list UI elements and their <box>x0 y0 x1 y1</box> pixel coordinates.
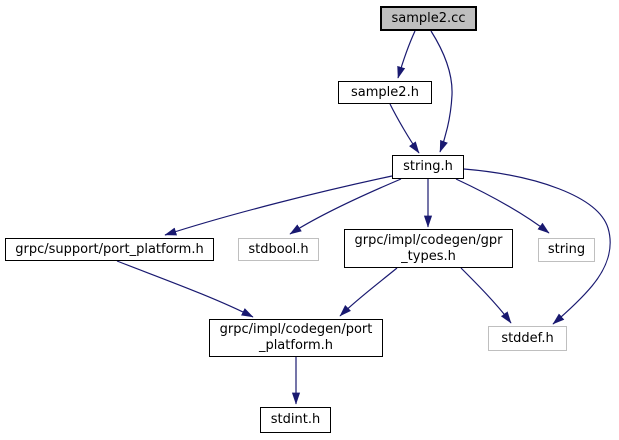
node-grpc-impl-codegen-port-platform-h-label-line1: grpc/impl/codegen/port <box>219 322 373 337</box>
node-stddef-h: stddef.h <box>488 326 567 351</box>
edge-sample2cc-to-sample2h <box>397 30 416 79</box>
edge-supportportplatform-to-codegenportplatform <box>116 260 254 318</box>
edge-gprtypes-to-codegenportplatform <box>339 267 398 317</box>
node-string-h-label: string.h <box>403 159 453 174</box>
node-grpc-support-port-platform-h-label: grpc/support/port_platform.h <box>15 241 204 257</box>
node-grpc-impl-codegen-gpr-types-h-label-line2: _types.h <box>401 248 456 264</box>
node-sample2-cc: sample2.cc <box>380 6 477 31</box>
node-grpc-support-port-platform-h[interactable]: grpc/support/port_platform.h <box>5 238 214 261</box>
node-stdbool-h-label: stdbool.h <box>248 241 309 257</box>
node-stdbool-h: stdbool.h <box>238 238 319 261</box>
edge-stringh-to-string <box>455 178 550 234</box>
node-sample2-cc-label: sample2.cc <box>391 10 466 26</box>
edge-sample2h-to-stringh <box>389 103 420 154</box>
node-sample2-h-label: sample2.h <box>351 84 419 100</box>
node-stdint-h[interactable]: stdint.h <box>260 407 331 433</box>
node-stdint-h-label: stdint.h <box>270 412 321 427</box>
node-grpc-impl-codegen-gpr-types-h-label-line1: grpc/impl/codegen/gpr <box>354 232 503 248</box>
node-sample2-h[interactable]: sample2.h <box>338 81 432 104</box>
node-string: string <box>538 238 595 262</box>
edge-gprtypes-to-stddef <box>460 267 512 324</box>
node-stddef-h-label: stddef.h <box>501 330 554 346</box>
node-grpc-impl-codegen-port-platform-h[interactable]: grpc/impl/codegen/port _platform.h <box>209 319 383 357</box>
node-string-label: string <box>547 242 586 257</box>
edge-sample2cc-to-stringh <box>430 30 453 153</box>
node-grpc-impl-codegen-port-platform-h-label-line2: _platform.h <box>258 338 334 353</box>
node-grpc-impl-codegen-gpr-types-h[interactable]: grpc/impl/codegen/gpr _types.h <box>344 229 513 268</box>
edge-stringh-to-supportportplatform <box>164 175 393 236</box>
edge-stringh-to-stddef <box>463 168 611 325</box>
edge-stringh-to-stdbool <box>289 178 402 235</box>
node-string-h[interactable]: string.h <box>392 155 464 179</box>
